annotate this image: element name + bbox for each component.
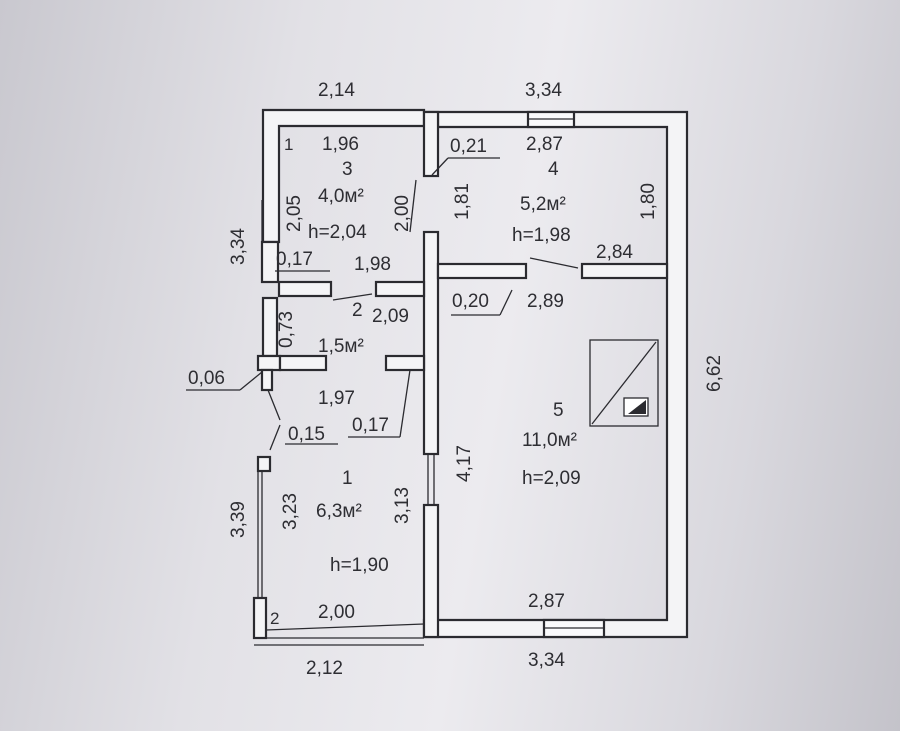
dim-r4-height: 1,81 [452,183,473,220]
dim-r3-height-inner: 2,05 [284,195,305,232]
room-2-number: 2 [352,300,363,321]
room-5-height: h=2,09 [522,468,581,489]
dim-r5-width-top: 2,89 [527,291,564,312]
wall-stub-left [256,354,282,372]
wall-r3-r2-left [277,280,333,298]
dim-top-right: 3,34 [525,80,562,101]
door-mark-upper: 1 [284,135,293,154]
dim-r3-width: 1,96 [322,134,359,155]
dim-r2-top-width: 1,98 [354,254,391,275]
dim-r4-bottom-wall: 0,20 [452,291,489,312]
dim-r1-height-left: 3,23 [280,493,301,530]
wall-post-r1 [256,455,272,473]
partition-r5-lower [422,503,440,639]
wall-stub-left-low [260,368,274,392]
dim-r3-bottom-wall: 0,17 [276,249,313,270]
dim-r4-width-top: 2,87 [526,134,563,155]
dim-left-upper: 3,34 [228,228,249,265]
dim-left-lower: 3,39 [228,501,249,538]
dim-wall-left: 0,06 [188,368,225,389]
dim-r1-wall: 0,15 [288,424,325,445]
door-mark-lower: 2 [270,609,279,628]
wall-r4-r5-left [436,262,528,280]
dim-r2-width: 2,09 [372,306,409,327]
partition-r3-r4 [422,110,440,178]
room-5-area: 11,0м² [522,430,577,451]
dim-r4-height-right: 1,80 [638,183,659,220]
wall-r4-r5-right [580,262,669,280]
wall-r2-r1-left [278,354,328,372]
dim-bottom-right: 3,34 [528,650,565,671]
room-4-number: 4 [548,159,559,180]
dim-r5-height: 4,17 [454,445,475,482]
dim-r2-bottom-wall: 0,17 [352,415,389,436]
room-4-height: h=1,98 [512,225,571,246]
room-3-height: h=2,04 [308,222,367,243]
dim-r4-bottom-width: 2,84 [596,242,633,263]
dim-r2-bottom-width: 1,97 [318,388,355,409]
room-1-area: 6,3м² [316,501,362,522]
wall-r2-r1-right [384,354,426,372]
room-4-area: 5,2м² [520,194,566,215]
dim-r5-width-bottom: 2,87 [528,591,565,612]
dim-r3-height-right: 2,00 [392,195,413,232]
room-1-height: h=1,90 [330,555,389,576]
room-5-number: 5 [553,400,564,421]
room-3-area: 4,0м² [318,186,364,207]
room-3-number: 3 [342,159,353,180]
wall-segment-left-r2 [261,296,279,358]
stove-icon [589,339,659,427]
room-1-number: 1 [342,468,353,489]
partition-r5-upper [422,230,440,456]
dim-top-left: 2,14 [318,80,355,101]
wall-segment-left-mid [260,240,280,284]
dim-r1-height-right: 3,13 [392,487,413,524]
room-2-area: 1,5м² [318,336,364,357]
dim-bottom-left: 2,12 [306,658,343,679]
dim-r1-width: 2,00 [318,602,355,623]
dim-r3-wall-thk: 0,21 [450,136,487,157]
wall-segment-left-bottom [252,596,268,640]
dim-r2-height: 0,73 [276,311,297,348]
wall-r3-r2-right [374,280,426,298]
dim-overall-height: 6,62 [704,355,725,392]
